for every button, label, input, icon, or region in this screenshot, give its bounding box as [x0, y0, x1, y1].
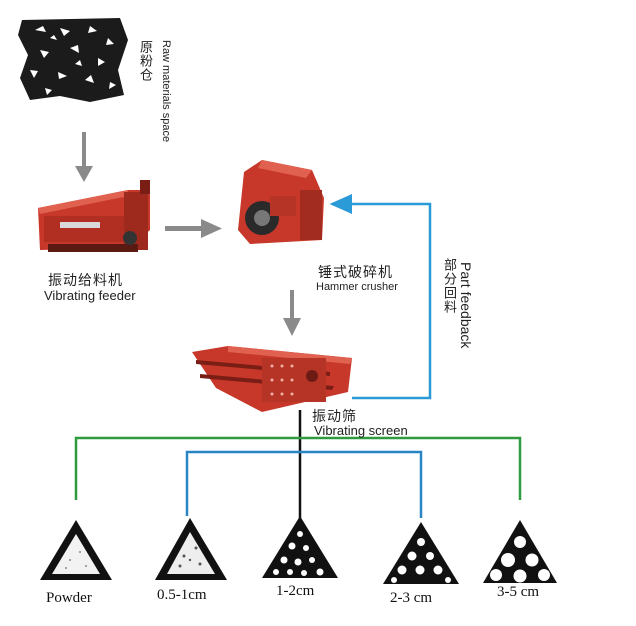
raw-materials-zh-label: 原粉仓: [138, 40, 153, 82]
arrow-crusher-to-screen: [283, 290, 301, 336]
product-pile-2-3cm: [383, 522, 459, 584]
product-pile-powder: [40, 520, 112, 580]
hammer-crusher-zh-label: 锤式破碎机: [318, 264, 393, 280]
product-label-3-5cm: 3-5 cm: [497, 584, 540, 600]
hammer-crusher-en-label: Hammer crusher: [316, 281, 398, 293]
product-label-0-5-1cm: 0.5-1cm: [157, 587, 207, 603]
part-feedback-en-label: Part feedback: [458, 262, 474, 349]
green-distribution-line: [74, 436, 522, 500]
vibrating-feeder-en-label: Vibrating feeder: [44, 288, 136, 303]
arrow-feeder-to-crusher: [165, 219, 222, 238]
vibrating-screen-zh-label: 振动筛: [312, 408, 357, 424]
part-feedback-zh-label: 部分回料: [442, 258, 457, 314]
arrow-raw-to-feeder: [75, 132, 93, 182]
vibrating-feeder-image: [38, 180, 150, 252]
blue-distribution-line: [185, 450, 423, 518]
product-pile-3-5cm: [483, 520, 557, 583]
product-pile-1-2cm: [262, 516, 338, 578]
vibrating-screen-image: [192, 346, 352, 412]
product-pile-0-5-1cm: [155, 518, 227, 580]
hammer-crusher-image: [238, 160, 324, 244]
vibrating-feeder-zh-label: 振动给料机: [48, 272, 123, 288]
raw-materials-en-label: Raw materials space: [160, 40, 172, 143]
feedback-line: [329, 194, 432, 400]
product-label-powder: Powder: [46, 590, 92, 606]
product-label-2-3cm: 2-3 cm: [390, 590, 433, 606]
product-label-1-2cm: 1-2cm: [276, 583, 315, 599]
raw-material-pile-image: [18, 18, 128, 102]
vibrating-screen-en-label: Vibrating screen: [314, 423, 408, 438]
